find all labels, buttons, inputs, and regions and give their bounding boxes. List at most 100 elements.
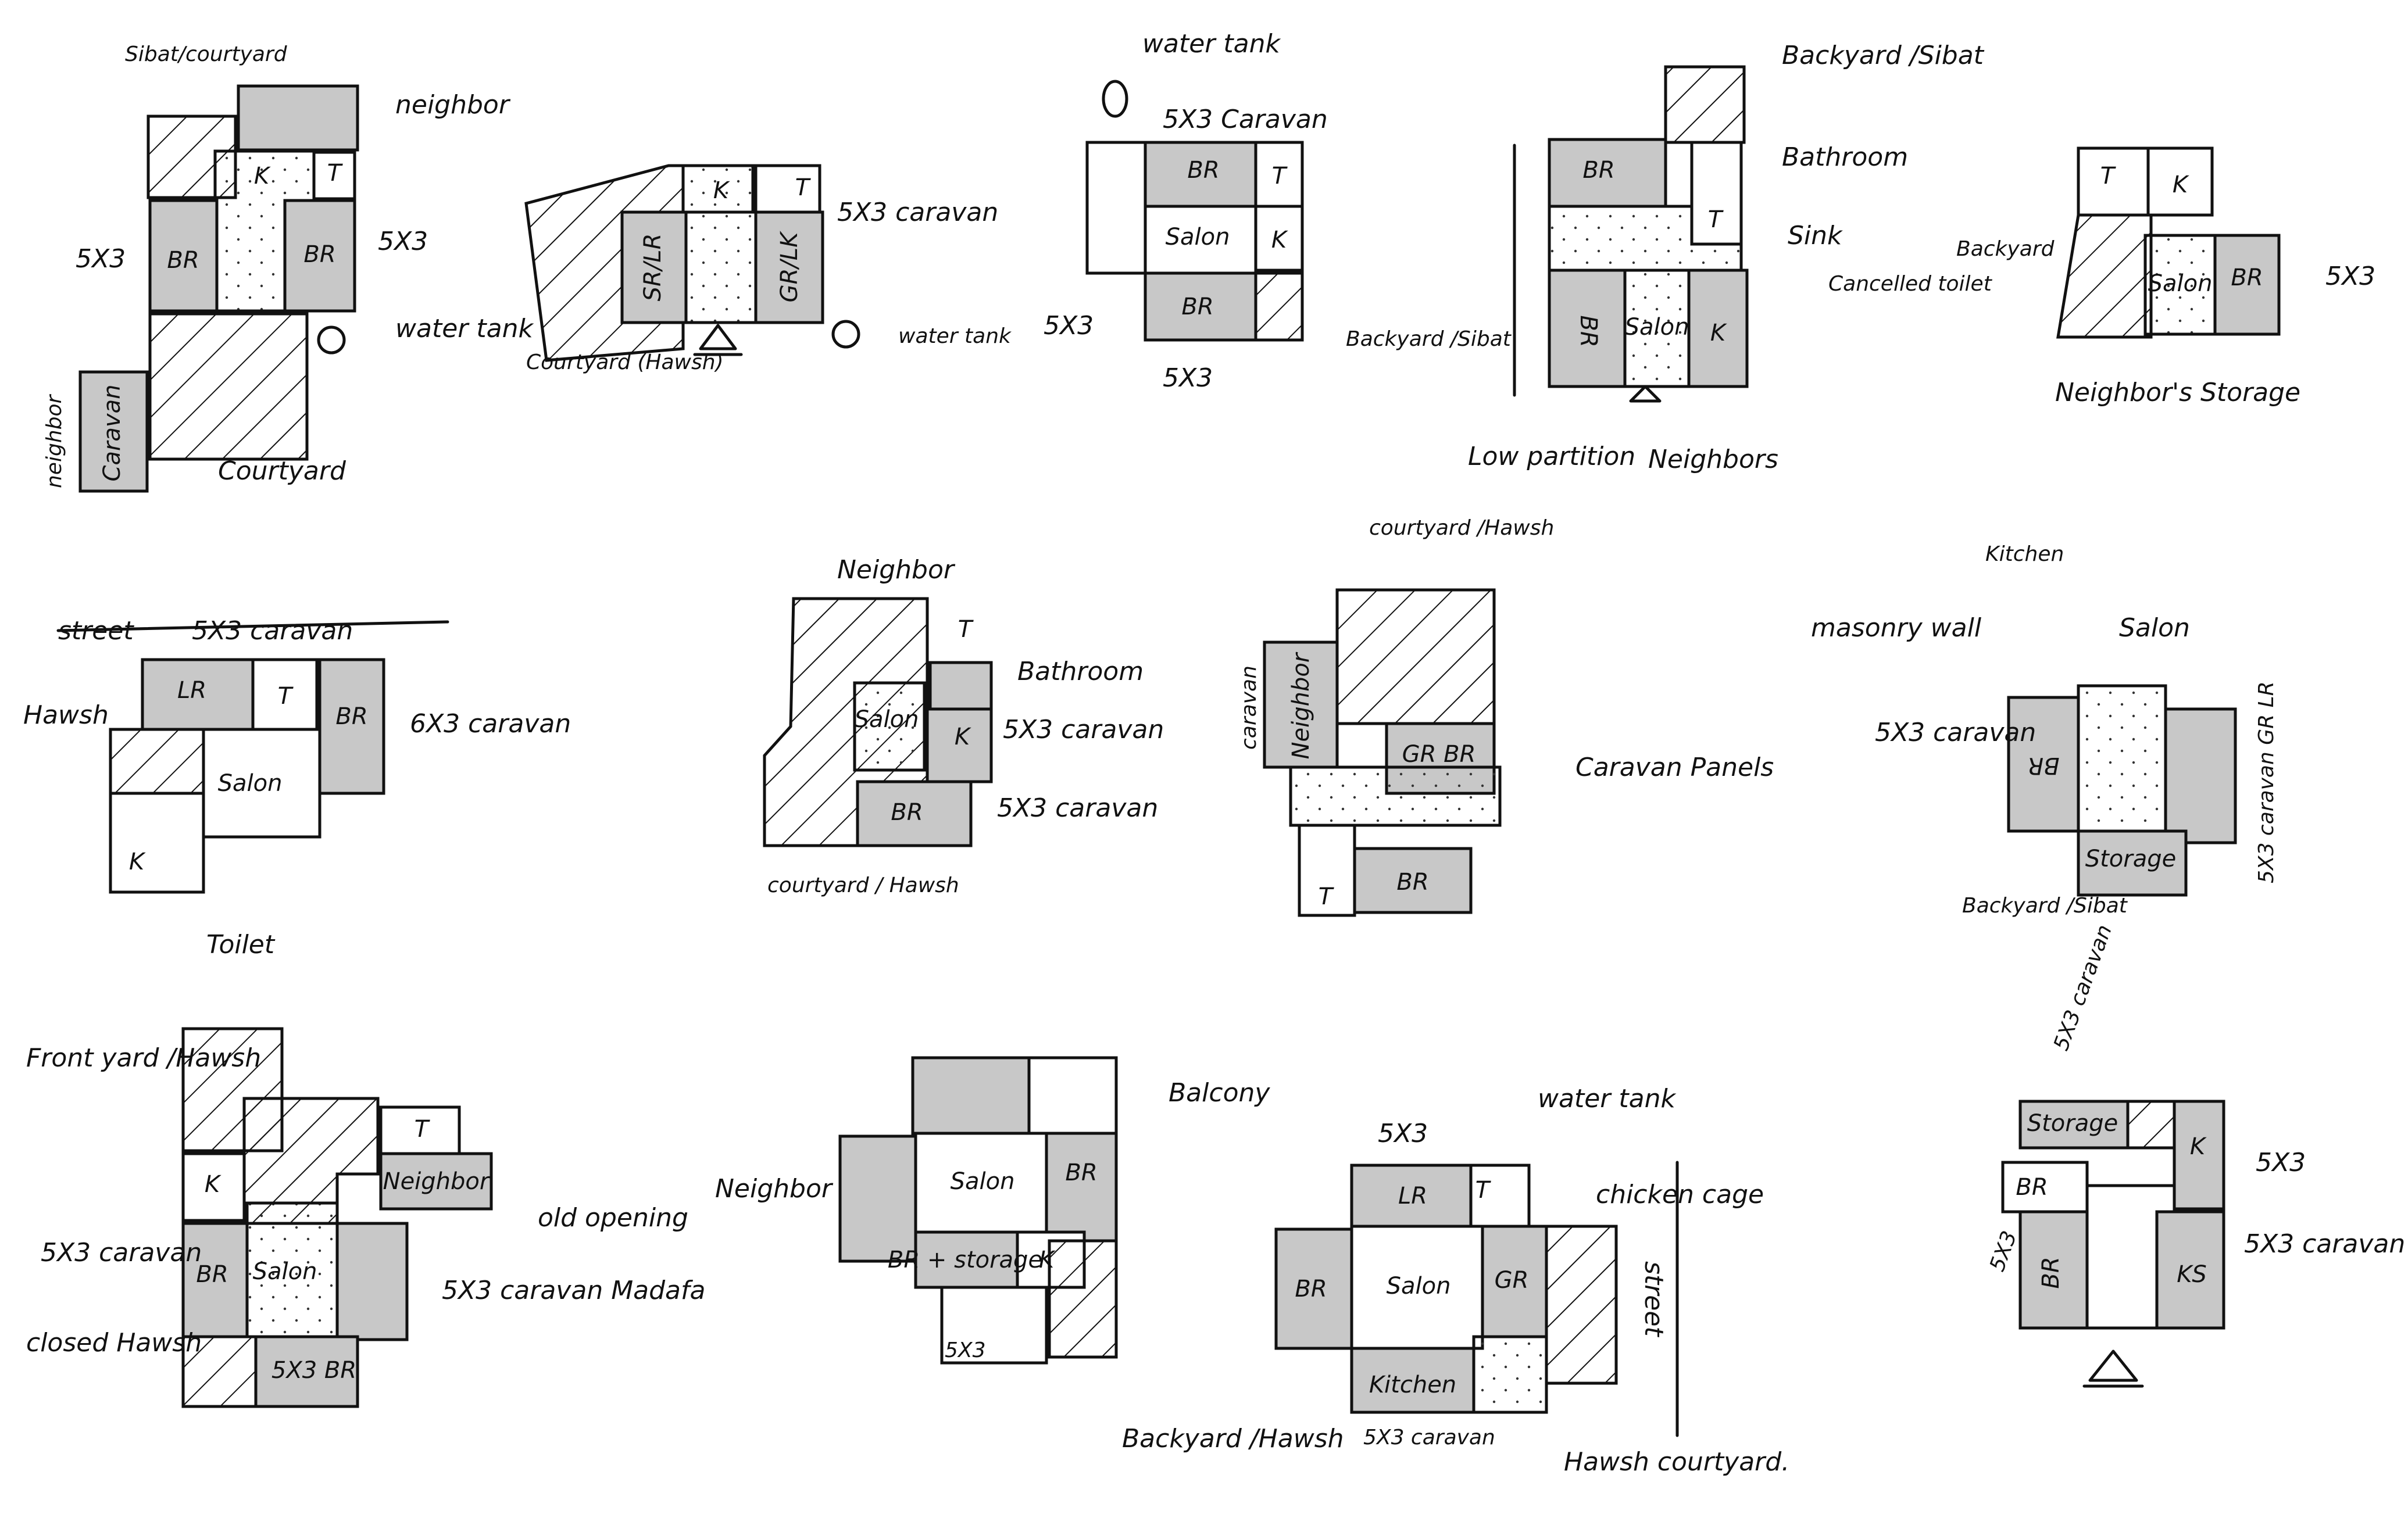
annotation: 5X3: [378, 227, 428, 256]
entrance-icon: [2082, 1350, 2144, 1388]
annotation: 5X3: [76, 244, 126, 274]
bedroom-room: [856, 780, 973, 847]
room-label: BR: [167, 247, 199, 274]
bedroom-room: [2213, 234, 2281, 336]
room-label: 5X3 BR: [271, 1357, 356, 1384]
entrance-icon: [1629, 385, 1662, 403]
salon-room: [2143, 234, 2217, 336]
neighbor-block: [838, 1134, 917, 1263]
room-label: Salon: [1166, 224, 1230, 250]
plan-2: K T SR/LR GR/LK 5X3 caravan Courtyard (H…: [524, 164, 1012, 374]
room-label: GR: [1495, 1267, 1529, 1294]
annotation: 5X3: [1378, 1119, 1428, 1148]
annotation: 5X3 caravan: [192, 616, 353, 646]
bedroom-right: [283, 199, 356, 313]
toilet-room: [754, 164, 821, 214]
room-label: KS: [2177, 1261, 2207, 1288]
room-label: BR: [335, 703, 367, 730]
room-label: LR: [177, 677, 206, 704]
annotation: masonry wall: [1811, 613, 1982, 643]
caravan-block: [78, 370, 149, 493]
corridor: [1289, 765, 1502, 827]
room-label: Caravan: [99, 385, 126, 482]
annotation: 5X3: [1163, 363, 1213, 393]
bedroom-top: [1548, 138, 1667, 208]
room-label: GR/LK: [776, 231, 803, 303]
room-label: BR: [1181, 293, 1213, 320]
annotation: Backyard /Sibat: [1782, 41, 1985, 70]
annotation: Caravan Panels: [1575, 753, 1774, 782]
annotation: 5X3 caravan GR LR: [2255, 681, 2278, 883]
annotation: T: [958, 616, 974, 643]
kitchen-room: [1254, 205, 1304, 272]
side-room: [1085, 141, 1147, 275]
toilet-room: [1469, 1164, 1531, 1228]
room-label: BR + storage: [888, 1247, 1042, 1273]
annotation: Balcony: [1169, 1078, 1270, 1108]
annotation: caravan: [1237, 665, 1261, 750]
water-tank-icon: [317, 325, 346, 355]
room-label: BR: [1582, 157, 1614, 184]
annotation: 5X3: [1985, 1228, 2022, 1275]
bottom-space: [940, 1286, 1048, 1365]
hawsh-courtyard-area: [1545, 1225, 1618, 1385]
annotation: 5X3 caravan: [997, 793, 1158, 823]
guest-living-room: [2164, 707, 2237, 844]
plan-9: BR Storage Kitchen Salon masonry wall 5X…: [1811, 542, 2278, 918]
room-label: BR: [196, 1261, 228, 1288]
room-label: T: [795, 174, 812, 201]
kitchen-room: [109, 792, 205, 894]
annotation: Kitchen: [1985, 542, 2064, 566]
bathroom-room: [928, 661, 993, 711]
middle-room: [684, 210, 758, 324]
annotation: 5X3: [2256, 1148, 2306, 1177]
annotation: old opening: [538, 1203, 688, 1233]
annotation: 5X3: [2325, 262, 2375, 291]
water-tank-icon: [831, 320, 860, 349]
annotation: 5X3 caravan: [1363, 1426, 1495, 1449]
corridor: [1472, 1335, 1548, 1414]
room-label: K: [205, 1171, 221, 1198]
annotation: Backyard: [1956, 237, 2055, 261]
room-label: Storage: [2027, 1110, 2118, 1137]
kitchen-room: [2146, 146, 2214, 217]
annotation: water tank: [898, 324, 1012, 348]
room-label: BR: [1187, 157, 1219, 184]
annotation: Courtyard (Hawsh): [526, 350, 724, 374]
annotation: Bathroom: [1782, 142, 1908, 172]
bedroom-room: [181, 1222, 249, 1338]
backyard-area: [1048, 1239, 1118, 1359]
neighbor-block: [237, 84, 359, 152]
street-line: [56, 620, 449, 632]
room-label: T: [415, 1116, 431, 1143]
annotation: Bathroom: [1017, 657, 1144, 686]
annotation: Front yard /Hawsh: [26, 1043, 261, 1073]
annotation: 5X3: [1044, 311, 1094, 341]
room-label: T: [2100, 163, 2117, 189]
annotation: Hawsh: [23, 700, 109, 730]
room-label: Neighbor: [1288, 652, 1314, 759]
water-tank-icon: [1102, 80, 1128, 118]
room-label: Salon: [2148, 270, 2213, 297]
annotation: 5X3: [945, 1338, 985, 1362]
annotation: Backyard /Hawsh: [1122, 1424, 1344, 1454]
annotation: street: [58, 616, 134, 646]
room-label: BR: [2038, 1257, 2064, 1288]
bedroom-room: [1045, 1132, 1118, 1243]
salon-room: [202, 728, 321, 839]
room-label: K: [2190, 1133, 2207, 1160]
madafa-room: [2155, 1210, 2225, 1330]
room-label: BR: [2016, 1174, 2048, 1201]
room-label: K: [129, 849, 146, 875]
toilet-room: [312, 151, 356, 201]
room-label: Storage: [2085, 846, 2177, 872]
bedroom-storage: [914, 1230, 1019, 1289]
annotation: 5X3 caravan: [837, 198, 998, 227]
room-label: Salon: [855, 706, 919, 733]
guest-room: [1481, 1225, 1548, 1338]
room-label: SR/LR: [639, 234, 666, 302]
plan-8: Neighbor GR BR BR T courtyard /Hawsh car…: [1237, 516, 1774, 917]
plan-12: LR T BR Salon GR Kitchen water tank 5X3 …: [1274, 1084, 1789, 1477]
plan-5: T K Salon BR Backyard 5X3 Neighbor's Sto…: [1956, 146, 2375, 407]
